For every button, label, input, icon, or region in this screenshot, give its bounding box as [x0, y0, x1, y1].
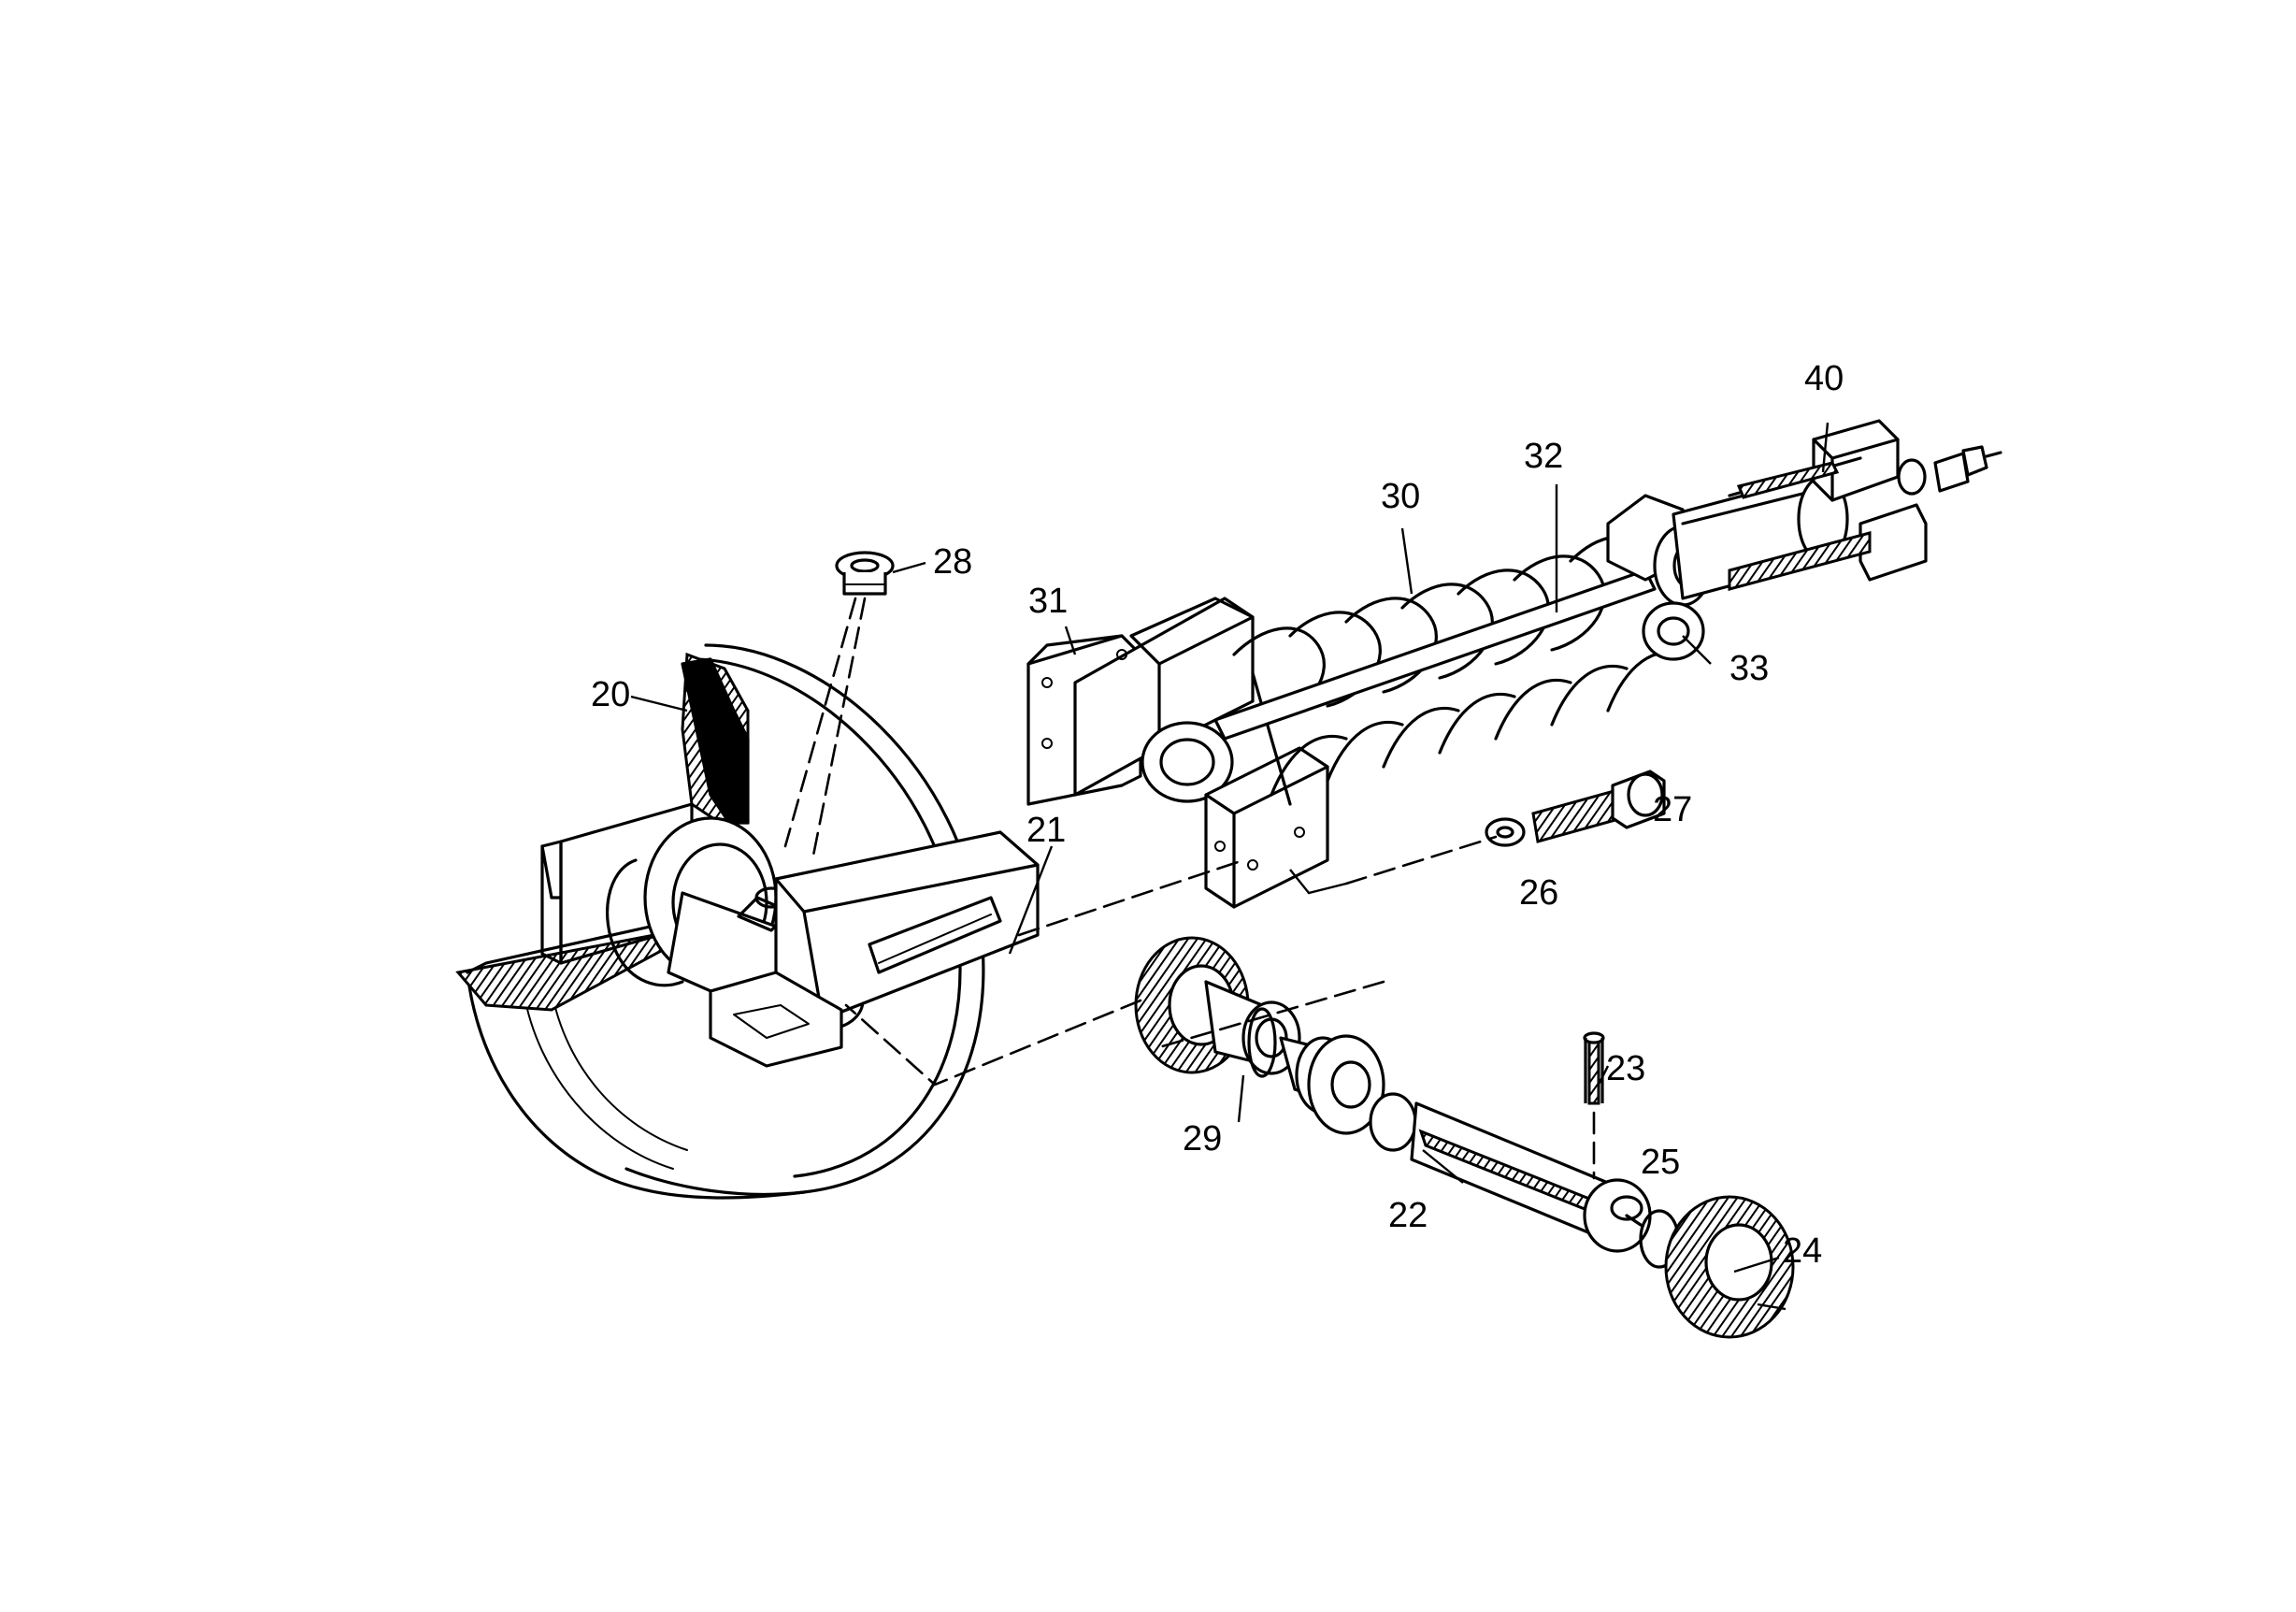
- label-29: 29: [1183, 1119, 1222, 1159]
- label-27: 27: [1653, 790, 1692, 829]
- label-40: 40: [1804, 359, 1844, 398]
- label-28: 28: [933, 542, 972, 582]
- label-24: 24: [1783, 1231, 1822, 1271]
- bolt-and-washer: [1485, 770, 1666, 847]
- label-22: 22: [1388, 1196, 1428, 1235]
- part-labels: 20 21 22 23 24 25 26 27 28 29 30 31 32 3…: [591, 359, 1844, 1271]
- label-31: 31: [1028, 582, 1068, 621]
- recoil-spring-assembly: [1026, 419, 2002, 909]
- label-21: 21: [1026, 811, 1066, 850]
- label-32: 32: [1524, 437, 1563, 476]
- label-26: 26: [1519, 873, 1558, 913]
- label-30: 30: [1381, 477, 1420, 516]
- label-25: 25: [1641, 1143, 1680, 1182]
- label-20: 20: [591, 675, 630, 714]
- label-23: 23: [1606, 1049, 1645, 1088]
- grease-plug: [835, 551, 895, 596]
- leader-lines: [630, 422, 1830, 1311]
- label-33: 33: [1729, 649, 1769, 688]
- spring-coils: [1232, 535, 1685, 806]
- shaft-assembly: [1369, 1031, 1795, 1339]
- alignment-lines: [783, 597, 1596, 1180]
- bearing-seal: [1134, 936, 1385, 1135]
- idler-wheel: [455, 643, 1040, 1200]
